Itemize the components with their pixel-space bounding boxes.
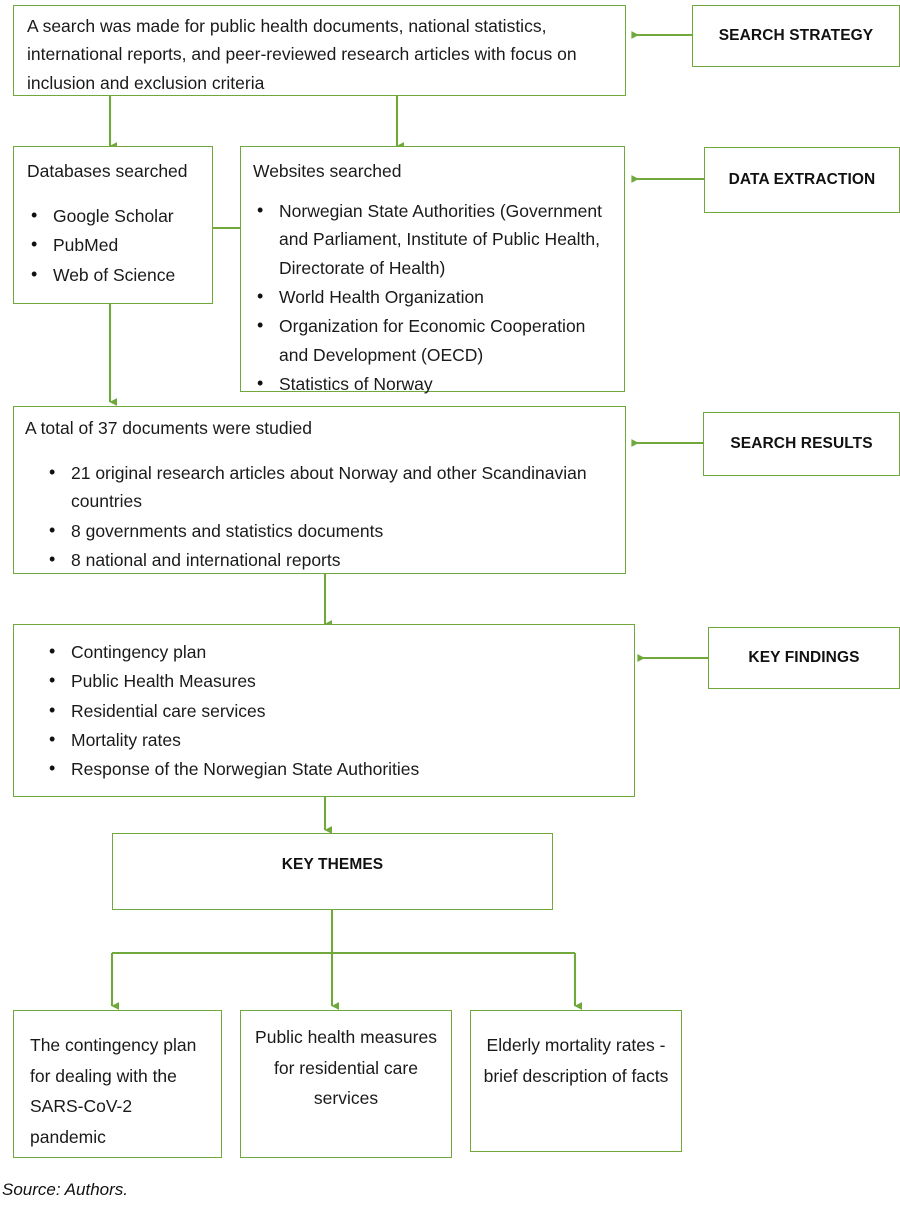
results-list: 21 original research articles about Norw…: [45, 458, 620, 575]
theme-text-3: Elderly mortality rates - brief descript…: [483, 1035, 669, 1086]
list-item: Mortality rates: [45, 725, 625, 755]
results-heading: A total of 37 documents were studied: [25, 418, 312, 438]
list-item: Web of Science: [27, 260, 207, 290]
search-description-text: A search was made for public health docu…: [27, 16, 577, 93]
list-item: Organization for Economic Cooperation an…: [253, 311, 613, 369]
key-themes-title: KEY THEMES: [281, 856, 384, 873]
stage-label-search-strategy: SEARCH STRATEGY: [692, 5, 900, 67]
list-item: Response of the Norwegian State Authorit…: [45, 754, 625, 784]
list-item: Norwegian State Authorities (Government …: [253, 196, 613, 282]
list-item: PubMed: [27, 230, 207, 260]
websites-list: Norwegian State Authorities (Government …: [253, 196, 613, 399]
databases-heading: Databases searched: [27, 161, 188, 181]
theme-text-2: Public health measures for residential c…: [255, 1027, 437, 1109]
websites-heading: Websites searched: [253, 161, 402, 181]
list-item: Statistics of Norway: [253, 369, 613, 399]
search-description-box: [13, 5, 626, 96]
stage-label-text: SEARCH RESULTS: [730, 435, 873, 452]
stage-label-text: SEARCH STRATEGY: [718, 27, 874, 44]
source-note: Source: Authors.: [2, 1180, 128, 1199]
theme-box-2: [240, 1010, 452, 1158]
list-item: World Health Organization: [253, 282, 613, 312]
findings-list: Contingency plan Public Health Measures …: [45, 637, 625, 785]
stage-label-text: DATA EXTRACTION: [728, 171, 876, 188]
list-item: 21 original research articles about Norw…: [45, 458, 620, 516]
key-themes-box: KEY THEMES: [112, 833, 553, 910]
list-item: Contingency plan: [45, 637, 625, 667]
stage-label-data-extraction: DATA EXTRACTION: [704, 147, 900, 213]
theme-box-3: [470, 1010, 682, 1152]
list-item: Residential care services: [45, 696, 625, 726]
list-item: 8 national and international reports: [45, 545, 620, 575]
stage-label-key-findings: KEY FINDINGS: [708, 627, 900, 689]
theme-box-1: [13, 1010, 222, 1158]
list-item: Public Health Measures: [45, 666, 625, 696]
theme-text-1: The contingency plan for dealing with th…: [30, 1035, 197, 1147]
databases-list: Google Scholar PubMed Web of Science: [27, 201, 207, 290]
stage-label-text: KEY FINDINGS: [748, 649, 860, 666]
list-item: Google Scholar: [27, 201, 207, 231]
stage-label-search-results: SEARCH RESULTS: [703, 412, 900, 476]
list-item: 8 governments and statistics documents: [45, 516, 620, 546]
